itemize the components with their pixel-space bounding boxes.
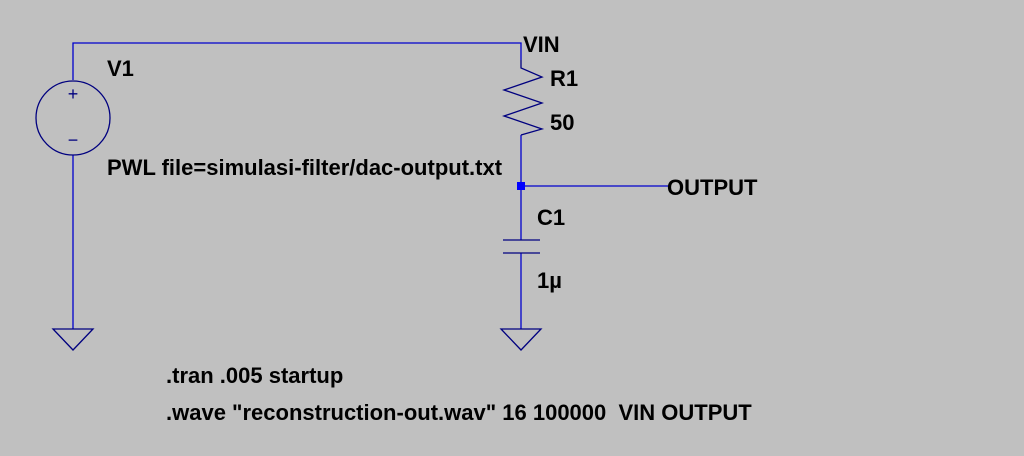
net-label-vin[interactable]: VIN [523, 32, 560, 57]
wire-vin-top[interactable] [72, 42, 522, 80]
resistor-name-label[interactable]: R1 [550, 66, 578, 91]
source-minus-sign: − [68, 130, 79, 150]
junction-dot[interactable] [517, 182, 525, 190]
source-plus-sign: + [68, 84, 79, 104]
directive-tran[interactable]: .tran .005 startup [166, 363, 343, 388]
voltage-source-v1[interactable]: + − [35, 80, 111, 156]
resistor-value-label[interactable]: 50 [550, 110, 574, 135]
capacitor-value-label[interactable]: 1µ [537, 268, 562, 293]
net-label-output[interactable]: OUTPUT [667, 175, 758, 200]
source-name-label[interactable]: V1 [107, 56, 134, 81]
capacitor-c1[interactable] [503, 239, 540, 254]
resistor-r1[interactable] [501, 60, 545, 136]
source-value-label[interactable]: PWL file=simulasi-filter/dac-output.txt [107, 155, 503, 180]
ground-symbol-left[interactable] [51, 328, 95, 351]
directive-wave[interactable]: .wave "reconstruction-out.wav" 16 100000… [166, 400, 752, 425]
wires [72, 42, 668, 329]
source-circle [35, 80, 111, 156]
capacitor-name-label[interactable]: C1 [537, 205, 565, 230]
ground-symbol-right[interactable] [499, 328, 543, 351]
